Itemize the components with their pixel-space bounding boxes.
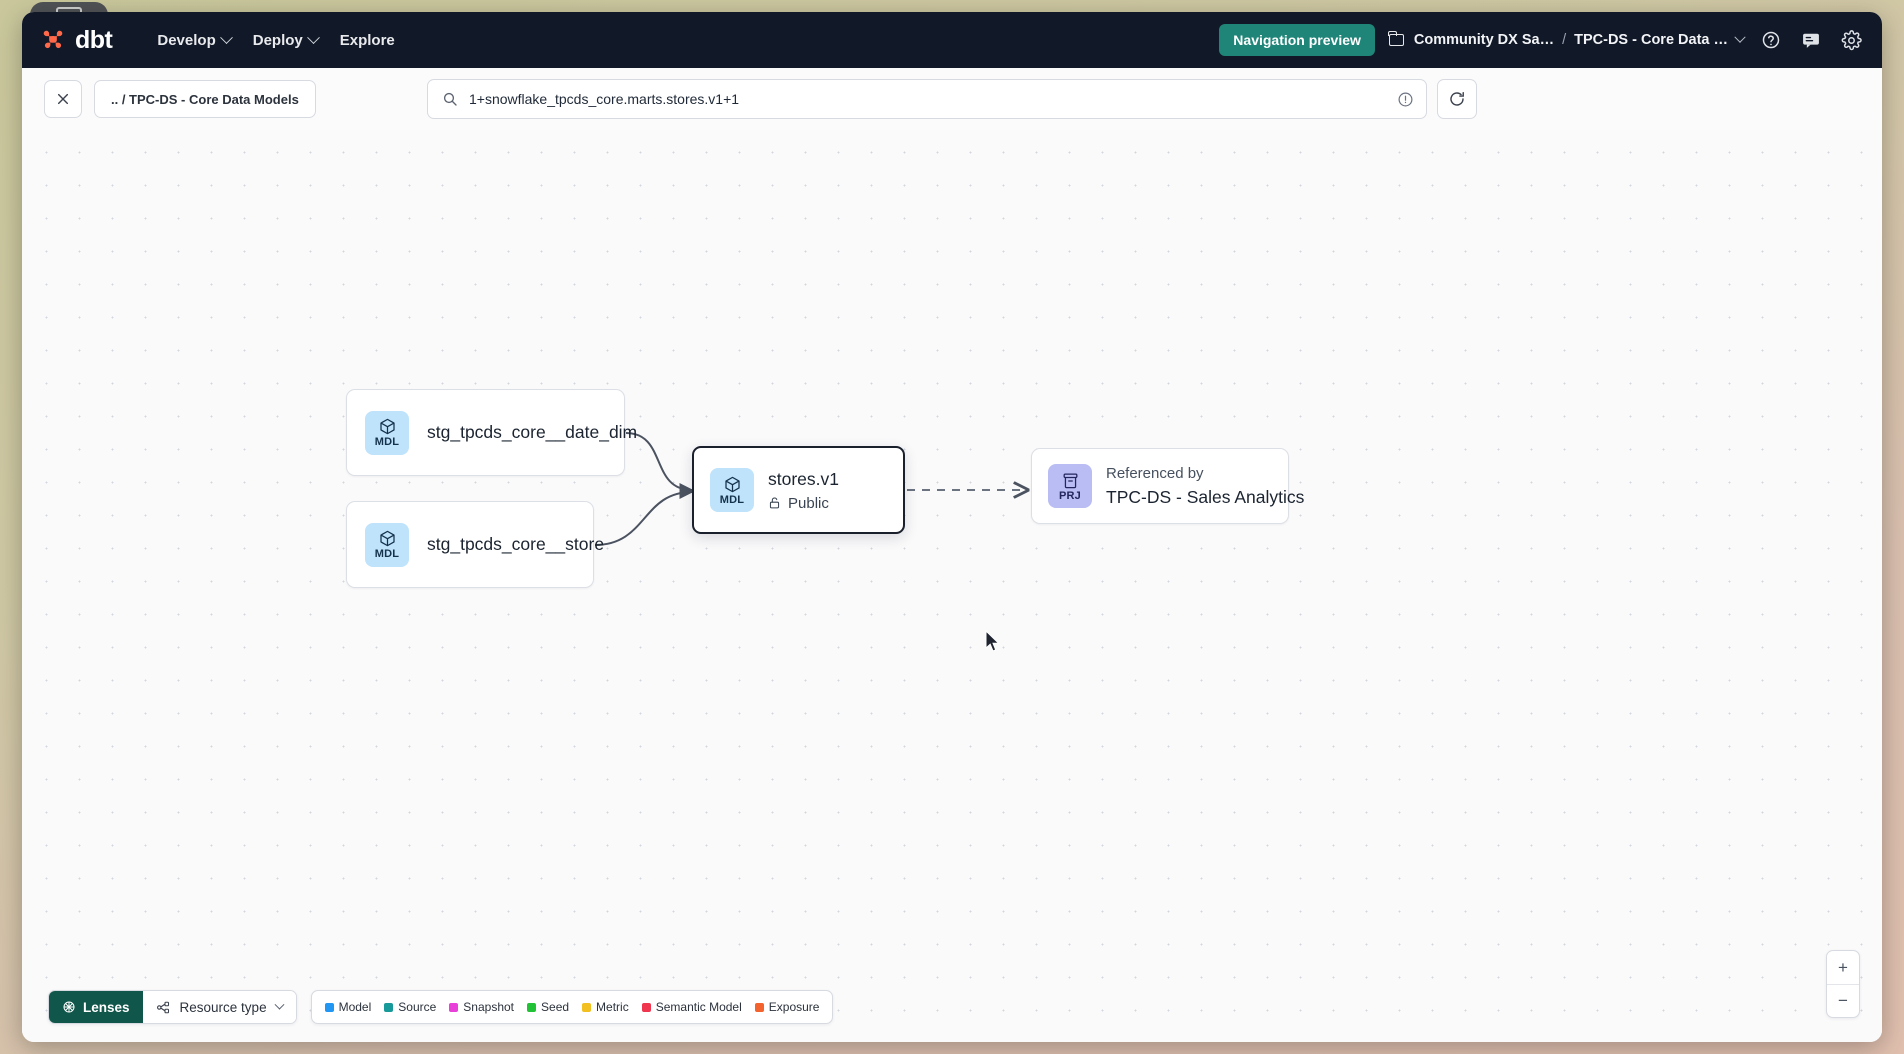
legend-item-snapshot: Snapshot — [449, 1000, 514, 1014]
help-icon[interactable] — [1758, 27, 1784, 53]
graph-breadcrumb[interactable]: .. / TPC-DS - Core Data Models — [94, 80, 316, 118]
breadcrumb-project[interactable]: TPC-DS - Core Data … — [1574, 32, 1728, 48]
model-badge-label: MDL — [374, 436, 400, 448]
breadcrumb-separator: / — [1562, 32, 1567, 48]
resource-type-dropdown[interactable]: Resource type — [142, 991, 296, 1023]
node-kicker: Referenced by — [1106, 464, 1204, 482]
legend-swatch — [324, 1002, 334, 1012]
lens-control-group: Lenses Resource type — [48, 990, 297, 1024]
model-badge: MDL — [710, 468, 754, 512]
legend-item-source: Source — [384, 1000, 436, 1014]
graph-node-referenced-by-project[interactable]: PRJ Referenced by TPC-DS - Sales Analyti… — [1031, 448, 1304, 524]
legend-label: Semantic Model — [655, 1000, 742, 1014]
search-icon — [442, 91, 458, 107]
graph-node-stg-date-dim[interactable]: MDL stg_tpcds_core__date_dim — [346, 389, 637, 476]
legend-label: Metric — [596, 1000, 629, 1014]
close-graph-button[interactable] — [44, 80, 82, 118]
node-access-row: Public — [768, 495, 839, 512]
nav-item-deploy[interactable]: Deploy — [242, 25, 329, 56]
model-badge: MDL — [365, 522, 409, 567]
node-label: stores.v1 — [768, 468, 839, 489]
dbt-wordmark: dbt — [75, 25, 113, 54]
nodes-icon — [156, 1000, 171, 1015]
model-badge-label: MDL — [374, 548, 400, 560]
info-circle-icon[interactable] — [1397, 91, 1414, 108]
zoom-in-button[interactable]: + — [1838, 957, 1848, 977]
nav-item-deploy-label: Deploy — [252, 31, 303, 49]
node-label: TPC-DS - Sales Analytics — [1106, 486, 1305, 507]
legend-label: Snapshot — [463, 1000, 515, 1014]
chevron-down-icon — [306, 30, 320, 44]
nav-item-explore[interactable]: Explore — [329, 25, 406, 56]
edge-store-to-stores — [594, 485, 694, 546]
graph-node-stg-store[interactable]: MDL stg_tpcds_core__store — [346, 501, 604, 588]
legend-swatch — [449, 1002, 459, 1012]
legend-swatch — [641, 1002, 651, 1012]
resource-type-label: Resource type — [179, 999, 267, 1015]
node-label: stg_tpcds_core__store — [427, 534, 605, 554]
node-label: stg_tpcds_core__date_dim — [427, 422, 638, 442]
dbt-logo[interactable]: dbt — [38, 25, 113, 55]
application-window: dbt Develop Deploy Explore Navigation pr… — [22, 12, 1882, 1042]
zoom-controls: + − — [1826, 950, 1860, 1018]
project-badge-label: PRJ — [1059, 489, 1081, 502]
legend-label: Exposure — [768, 1000, 820, 1014]
legend-label: Seed — [541, 1000, 570, 1014]
legend-item-metric: Metric — [582, 1000, 629, 1014]
unlock-icon — [768, 496, 781, 510]
search-area — [427, 79, 1477, 119]
chevron-down-icon — [219, 30, 233, 44]
chevron-down-icon — [274, 999, 285, 1010]
top-navigation-bar: dbt Develop Deploy Explore Navigation pr… — [22, 12, 1882, 68]
legend-item-semantic-model: Semantic Model — [641, 1000, 742, 1014]
zoom-out-button[interactable]: − — [1827, 984, 1859, 1017]
account-project-breadcrumb: Community DX Sa… / TPC-DS - Core Data … — [1388, 30, 1746, 48]
node-access-label: Public — [788, 494, 829, 512]
legend-item-seed: Seed — [527, 1000, 569, 1014]
settings-gear-icon[interactable] — [1838, 27, 1864, 53]
graph-toolbar: .. / TPC-DS - Core Data Models — [22, 68, 1882, 130]
legend-swatch — [384, 1002, 394, 1012]
legend-swatch — [582, 1002, 592, 1012]
folder-icon — [1388, 30, 1404, 46]
legend-label: Model — [338, 1000, 372, 1014]
lenses-button[interactable]: Lenses — [49, 991, 143, 1023]
legend-label: Source — [398, 1000, 437, 1014]
legend-item-model: Model — [324, 1000, 372, 1014]
search-input[interactable] — [469, 91, 1386, 107]
lineage-graph-canvas[interactable]: MDL stg_tpcds_core__date_dim MDL stg_tpc… — [22, 130, 1882, 1042]
lens-icon — [62, 1000, 76, 1014]
resource-type-legend: Model Source Snapshot Seed Metric Semant… — [310, 990, 834, 1024]
breadcrumb-account[interactable]: Community DX Sa… — [1413, 32, 1555, 48]
lenses-label: Lenses — [83, 999, 130, 1015]
project-badge: PRJ — [1048, 464, 1092, 508]
nav-item-explore-label: Explore — [339, 31, 395, 49]
node-text-column: stores.v1 Public — [768, 469, 839, 512]
model-badge: MDL — [365, 410, 409, 455]
graph-bottom-bar: Lenses Resource type Model — [48, 990, 834, 1024]
chevron-down-icon[interactable] — [1734, 31, 1746, 43]
lineage-search-field[interactable] — [427, 79, 1427, 119]
dbt-logo-icon — [38, 25, 68, 55]
legend-item-exposure: Exposure — [754, 1000, 820, 1014]
model-badge-label: MDL — [719, 493, 745, 506]
legend-swatch — [754, 1002, 764, 1012]
lineage-edges — [594, 432, 1882, 546]
node-text-column: Referenced by TPC-DS - Sales Analytics — [1106, 465, 1304, 508]
nav-right-cluster: Navigation preview Community DX Sa… / TP… — [1219, 24, 1864, 56]
navigation-preview-button[interactable]: Navigation preview — [1219, 24, 1375, 56]
legend-swatch — [527, 1002, 537, 1012]
refresh-button[interactable] — [1437, 79, 1477, 119]
nav-item-develop[interactable]: Develop — [146, 25, 241, 56]
feedback-icon[interactable] — [1798, 27, 1824, 53]
graph-node-stores-v1[interactable]: MDL stores.v1 Public — [692, 446, 905, 534]
nav-item-develop-label: Develop — [157, 31, 216, 49]
